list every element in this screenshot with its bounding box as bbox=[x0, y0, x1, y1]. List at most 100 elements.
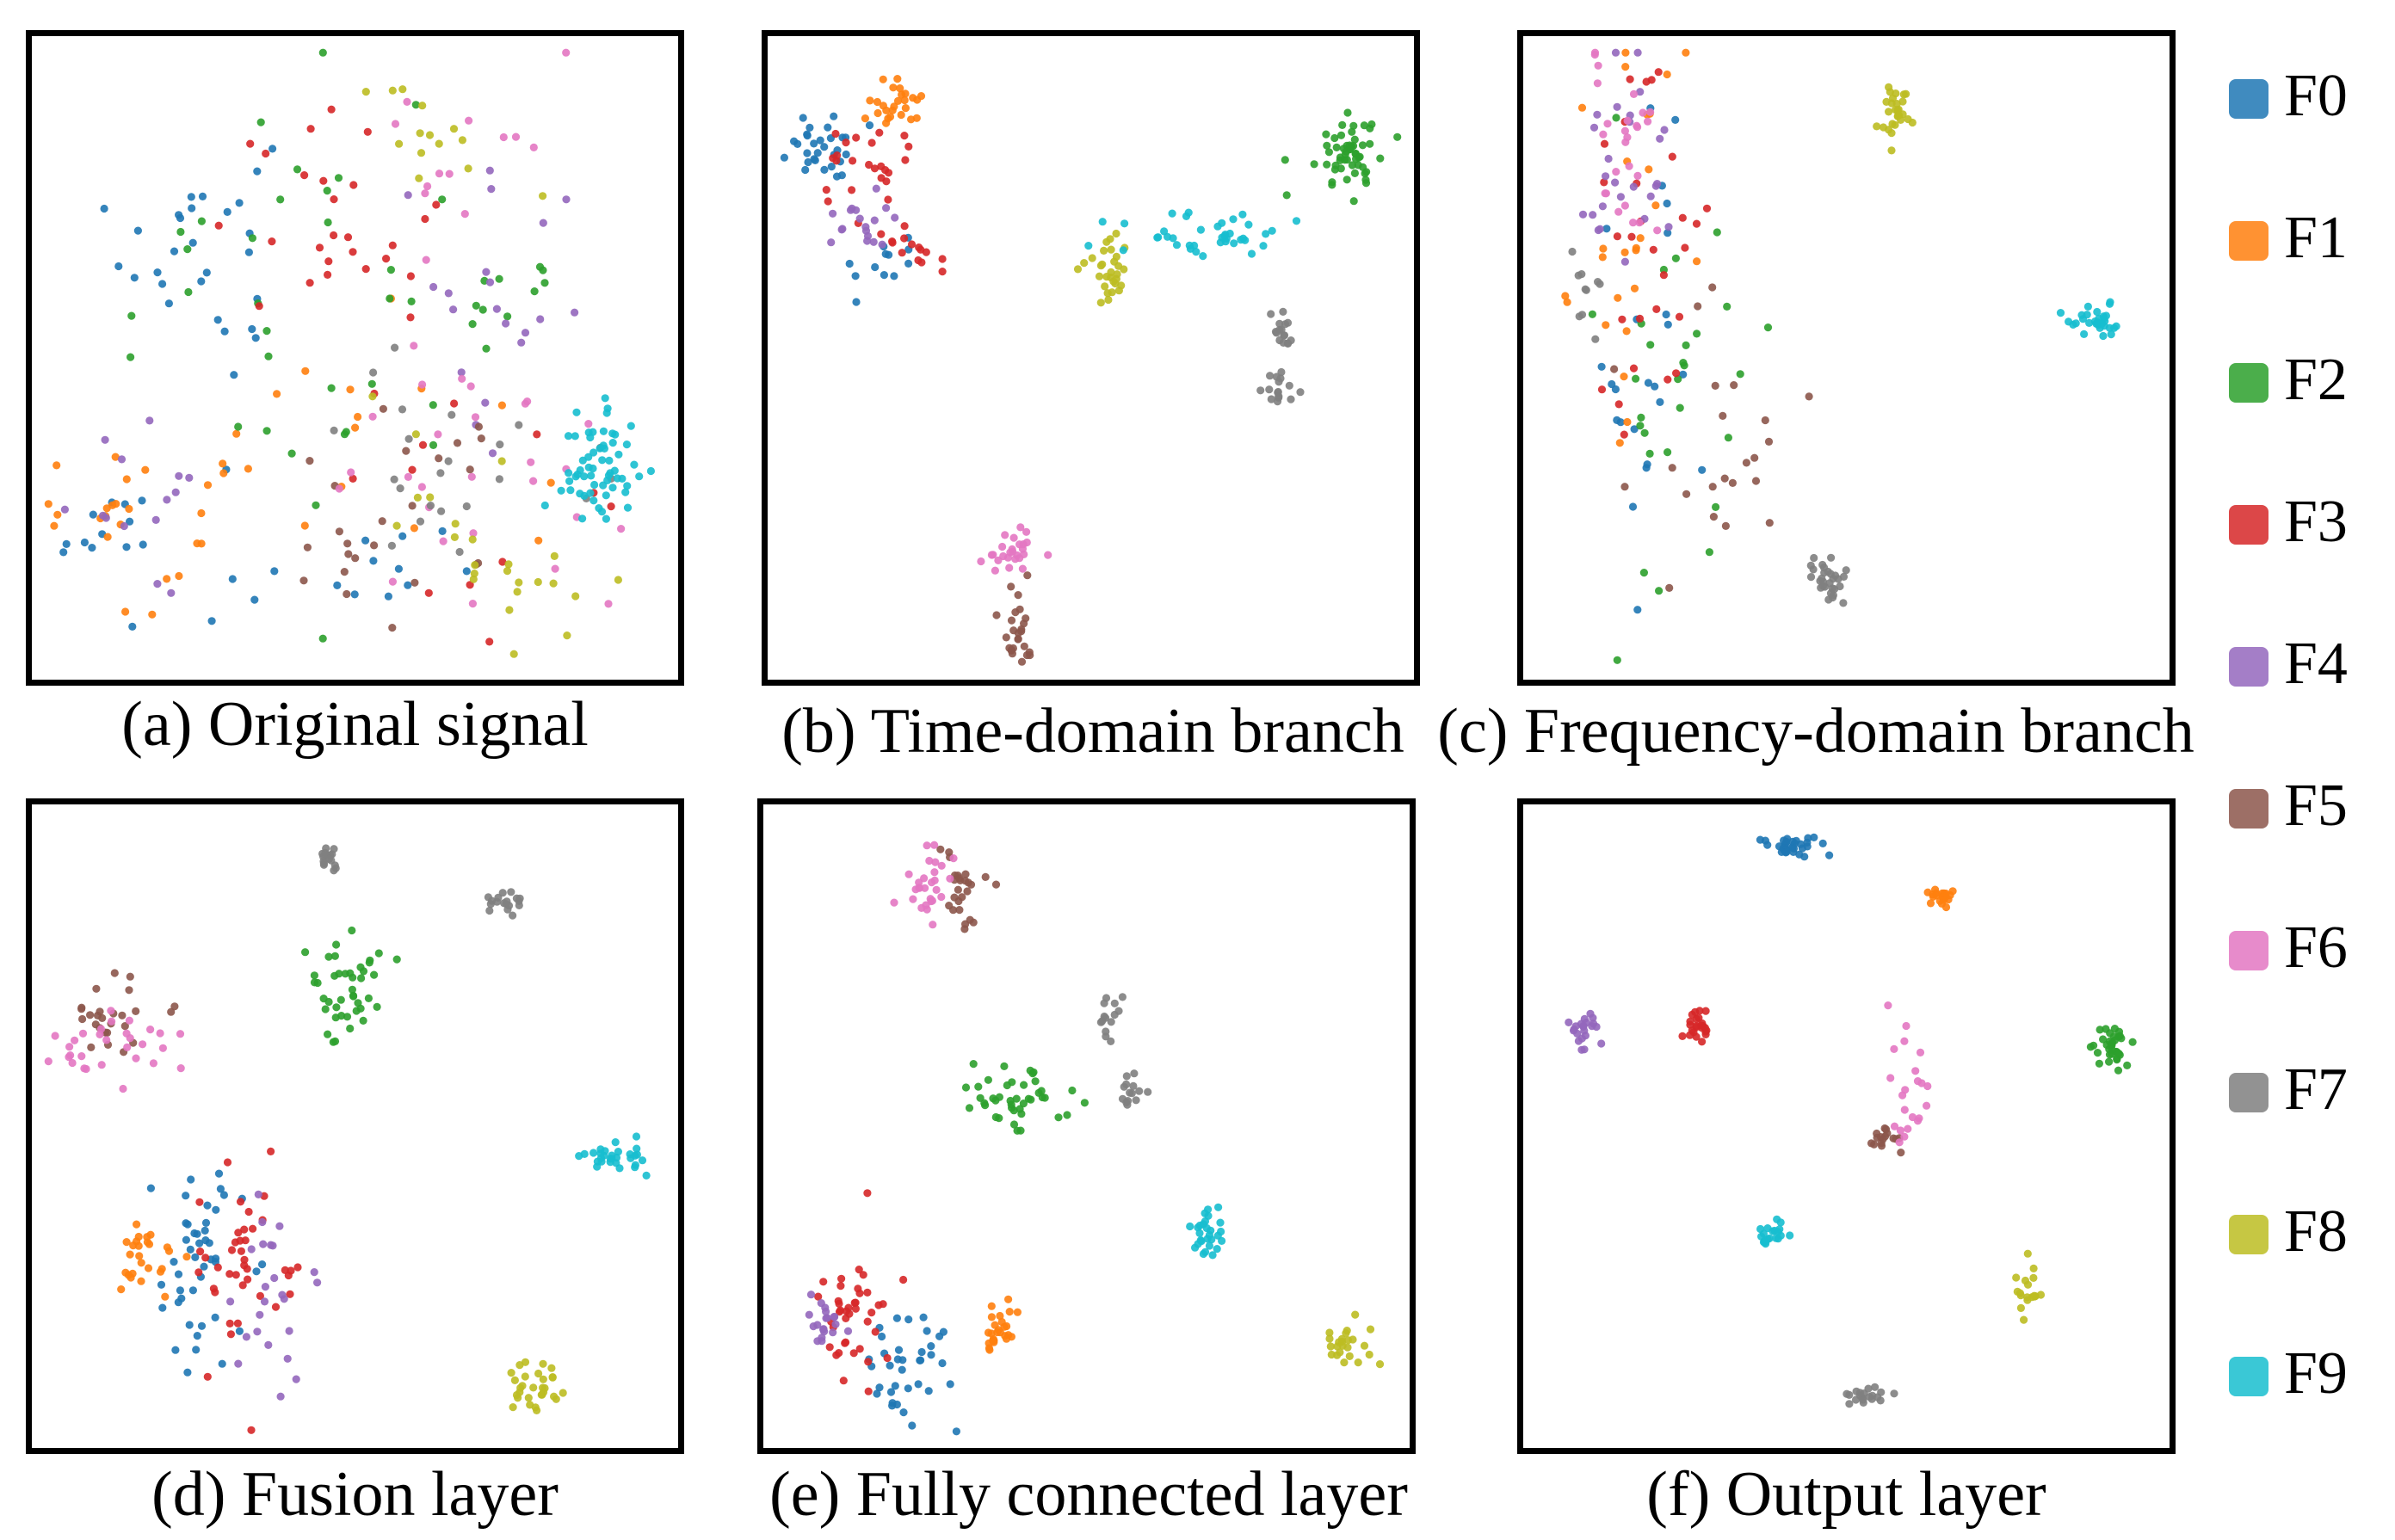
point-a-f0 bbox=[100, 204, 108, 213]
point-d-f0 bbox=[174, 1270, 183, 1278]
point-a-f8 bbox=[417, 149, 426, 157]
point-a-f6 bbox=[403, 97, 411, 106]
point-b-f7 bbox=[1279, 307, 1287, 316]
point-d-f3 bbox=[203, 1372, 212, 1381]
point-a-f0 bbox=[213, 316, 222, 324]
point-d-f5 bbox=[98, 1013, 107, 1022]
legend-label-f4: F4 bbox=[2284, 631, 2348, 697]
point-d-f7 bbox=[509, 911, 517, 920]
point-d-f7 bbox=[507, 888, 515, 896]
point-f-f8 bbox=[2016, 1291, 2025, 1300]
point-a-f8 bbox=[395, 139, 404, 148]
point-e-f7 bbox=[1122, 1072, 1131, 1081]
point-f-f9 bbox=[1756, 1224, 1765, 1234]
point-d-f0 bbox=[193, 1229, 201, 1238]
point-c-f4 bbox=[1633, 48, 1642, 57]
point-b-f4 bbox=[846, 206, 855, 214]
point-e-f9 bbox=[1197, 1237, 1206, 1246]
point-c-f8 bbox=[1885, 83, 1893, 91]
point-c-f6 bbox=[1633, 171, 1642, 180]
point-d-f8 bbox=[539, 1359, 547, 1368]
point-b-f9 bbox=[1238, 210, 1247, 219]
point-e-f6 bbox=[911, 885, 920, 894]
point-b-f8 bbox=[1112, 252, 1120, 261]
point-b-f0 bbox=[820, 165, 829, 174]
point-c-f1 bbox=[1645, 165, 1653, 174]
point-b-f9 bbox=[1244, 220, 1253, 229]
point-e-f2 bbox=[1020, 1081, 1028, 1089]
point-b-f0 bbox=[851, 272, 860, 280]
point-a-f2 bbox=[386, 266, 395, 274]
point-d-f4 bbox=[276, 1392, 285, 1401]
point-a-f7 bbox=[462, 502, 471, 511]
point-c-f1 bbox=[1577, 103, 1587, 112]
point-a-f0 bbox=[235, 199, 244, 207]
point-d-f3 bbox=[231, 1271, 240, 1279]
point-c-f9 bbox=[2105, 299, 2114, 308]
point-b-f6 bbox=[1011, 555, 1020, 564]
point-d-f4 bbox=[283, 1354, 292, 1363]
point-b-f4 bbox=[872, 184, 880, 193]
point-d-f3 bbox=[240, 1261, 249, 1270]
point-c-f3 bbox=[1629, 364, 1639, 373]
point-b-f9 bbox=[1262, 230, 1270, 238]
point-c-f0 bbox=[1597, 362, 1606, 371]
point-c-f3 bbox=[1664, 375, 1672, 384]
point-e-f8 bbox=[1325, 1328, 1334, 1337]
point-b-f1 bbox=[897, 110, 905, 120]
point-c-f2 bbox=[1632, 374, 1640, 383]
point-a-f2 bbox=[248, 234, 256, 243]
point-c-f8 bbox=[1891, 120, 1899, 129]
point-a-f9 bbox=[602, 491, 610, 500]
point-b-f7 bbox=[1287, 395, 1295, 403]
point-a-f2 bbox=[530, 287, 539, 296]
point-a-f8 bbox=[435, 139, 443, 148]
point-a-f5 bbox=[477, 434, 485, 443]
point-e-f6 bbox=[937, 892, 946, 902]
point-e-f0 bbox=[946, 1380, 954, 1389]
point-c-f1 bbox=[1563, 298, 1571, 306]
point-b-f2 bbox=[1336, 131, 1346, 139]
point-a-f9 bbox=[623, 503, 633, 512]
point-b-f2 bbox=[1349, 197, 1358, 206]
point-c-f5 bbox=[1620, 483, 1629, 491]
point-b-f6 bbox=[991, 566, 999, 575]
point-a-f8 bbox=[539, 192, 547, 200]
point-a-f0 bbox=[333, 581, 342, 590]
point-c-f4 bbox=[1593, 110, 1602, 119]
point-f-f7 bbox=[1851, 1395, 1861, 1404]
point-d-f0 bbox=[218, 1359, 226, 1368]
point-d-f6 bbox=[176, 1064, 185, 1073]
point-a-f4 bbox=[485, 166, 494, 175]
point-a-f0 bbox=[158, 280, 167, 288]
point-d-f3 bbox=[225, 1319, 234, 1327]
point-a-f6 bbox=[529, 143, 538, 151]
point-a-f0 bbox=[384, 592, 392, 601]
point-a-f7 bbox=[391, 343, 399, 352]
point-e-f9 bbox=[1213, 1245, 1221, 1254]
point-d-f9 bbox=[631, 1161, 640, 1169]
point-a-f3 bbox=[330, 195, 338, 204]
point-d-f3 bbox=[244, 1275, 252, 1284]
point-d-f0 bbox=[174, 1298, 182, 1307]
point-e-f1 bbox=[1005, 1308, 1014, 1316]
point-d-f4 bbox=[264, 1340, 273, 1349]
point-a-f0 bbox=[270, 567, 279, 576]
point-f-f1 bbox=[1923, 888, 1932, 896]
point-f-f6 bbox=[1923, 1081, 1932, 1091]
point-b-f3 bbox=[900, 234, 909, 243]
point-a-f2 bbox=[293, 165, 302, 174]
point-a-f8 bbox=[550, 551, 559, 561]
point-d-f5 bbox=[86, 1011, 95, 1019]
point-d-f0 bbox=[235, 1327, 244, 1335]
point-d-f2 bbox=[321, 1005, 330, 1013]
point-f-f1 bbox=[1937, 899, 1946, 908]
point-a-f2 bbox=[472, 301, 480, 310]
point-a-f9 bbox=[587, 471, 596, 480]
point-c-f3 bbox=[1635, 314, 1645, 323]
point-c-f4 bbox=[1594, 225, 1602, 235]
point-e-f9 bbox=[1208, 1251, 1217, 1260]
point-c-f2 bbox=[1736, 370, 1744, 379]
point-b-f8 bbox=[1080, 259, 1089, 268]
point-c-f2 bbox=[1724, 434, 1732, 442]
